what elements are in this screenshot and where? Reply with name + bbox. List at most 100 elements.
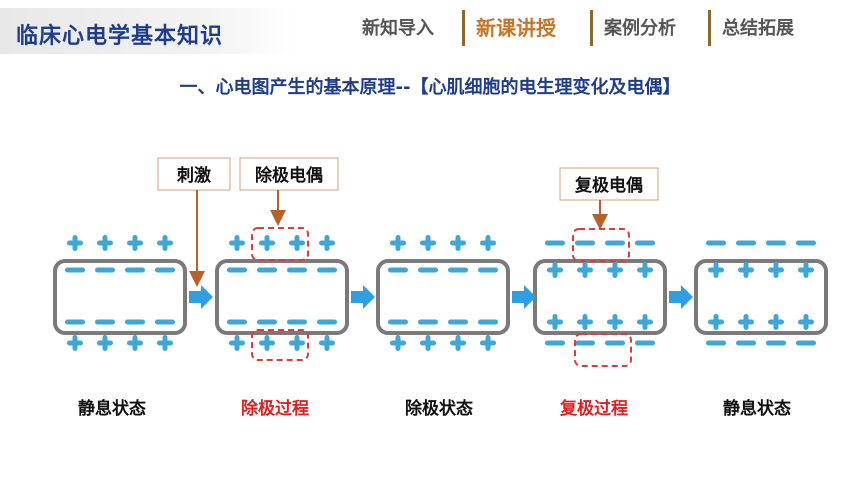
- positive-charge-icon: [127, 335, 143, 351]
- nav-divider: [708, 10, 711, 46]
- negative-charge-icon: [317, 267, 337, 273]
- flow-arrow-icon: [189, 285, 213, 309]
- cell-5: [694, 240, 828, 346]
- negative-charge-icon: [65, 267, 85, 273]
- positive-charge-icon: [577, 262, 593, 278]
- positive-charge-icon: [607, 262, 623, 278]
- positive-charge-icon: [97, 235, 113, 251]
- positive-charge-icon: [229, 235, 245, 251]
- positive-charge-icon: [637, 262, 653, 278]
- depolarization-dashed-box-top: [251, 227, 309, 261]
- negative-charge-icon: [257, 267, 277, 273]
- negative-charge-icon: [796, 340, 816, 346]
- negative-charge-icon: [736, 340, 756, 346]
- positive-charge-icon: [420, 235, 436, 251]
- repolarization-dipole-label: 复极电偶: [574, 175, 643, 196]
- positive-charge-icon: [67, 235, 83, 251]
- cell-membrane: [376, 259, 510, 335]
- state-label-repolarizing: 复极过程: [560, 399, 628, 419]
- positive-charge-icon: [547, 262, 563, 278]
- positive-charge-icon: [289, 335, 305, 351]
- negative-charge-icon: [125, 267, 145, 273]
- negative-charge-icon: [388, 267, 408, 273]
- positive-charge-icon: [127, 235, 143, 251]
- cell-1: [53, 235, 187, 351]
- negative-charge-icon: [635, 240, 655, 246]
- stimulus-label: 刺激: [177, 165, 211, 186]
- negative-charge-icon: [635, 340, 655, 346]
- cell-4: [533, 240, 667, 346]
- tab-intro[interactable]: 新知导入: [362, 18, 434, 39]
- negative-charge-icon: [287, 319, 307, 325]
- positive-charge-icon: [450, 335, 466, 351]
- negative-charge-icon: [317, 319, 337, 325]
- state-label-resting: 静息状态: [78, 399, 146, 419]
- depolarization-dipole-label: 除极电偶: [255, 165, 323, 186]
- positive-charge-icon: [157, 335, 173, 351]
- positive-charge-icon: [480, 235, 496, 251]
- negative-charge-icon: [227, 267, 247, 273]
- cell-3: [376, 235, 510, 351]
- depolarization-dashed-box-bottom: [251, 329, 309, 361]
- negative-charge-icon: [706, 240, 726, 246]
- negative-charge-icon: [155, 267, 175, 273]
- positive-charge-icon: [97, 335, 113, 351]
- positive-charge-icon: [708, 262, 724, 278]
- tab-summary[interactable]: 总结拓展: [722, 18, 794, 39]
- positive-charge-icon: [157, 235, 173, 251]
- positive-charge-icon: [420, 335, 436, 351]
- negative-charge-icon: [418, 319, 438, 325]
- positive-charge-icon: [259, 235, 275, 251]
- flow-arrow-icon: [351, 285, 375, 309]
- positive-charge-icon: [738, 262, 754, 278]
- negative-charge-icon: [448, 319, 468, 325]
- negative-charge-icon: [478, 267, 498, 273]
- positive-charge-icon: [67, 335, 83, 351]
- positive-charge-icon: [289, 235, 305, 251]
- negative-charge-icon: [287, 267, 307, 273]
- negative-charge-icon: [575, 240, 595, 246]
- positive-charge-icon: [577, 314, 593, 330]
- positive-charge-icon: [390, 235, 406, 251]
- positive-charge-icon: [450, 235, 466, 251]
- depolarization-callout-box: [239, 157, 339, 191]
- tab-new-lesson[interactable]: 新课讲授: [476, 16, 556, 40]
- negative-charge-icon: [125, 319, 145, 325]
- negative-charge-icon: [736, 240, 756, 246]
- app-title: 临床心电学基本知识: [16, 24, 224, 49]
- repolarization-callout-box: [559, 167, 659, 201]
- positive-charge-icon: [768, 314, 784, 330]
- positive-charge-icon: [390, 335, 406, 351]
- flow-arrow-icon: [669, 285, 693, 309]
- section-heading: 一、心电图产生的基本原理--【心肌细胞的电生理变化及电偶】: [179, 77, 681, 98]
- positive-charge-icon: [229, 335, 245, 351]
- negative-charge-icon: [95, 267, 115, 273]
- positive-charge-icon: [480, 335, 496, 351]
- repolarization-dashed-box-bottom: [574, 333, 632, 367]
- positive-charge-icon: [319, 235, 335, 251]
- negative-charge-icon: [545, 240, 565, 246]
- cell-2: [215, 235, 349, 351]
- positive-charge-icon: [768, 262, 784, 278]
- nav-divider: [590, 10, 593, 46]
- negative-charge-icon: [575, 340, 595, 346]
- negative-charge-icon: [605, 240, 625, 246]
- negative-charge-icon: [95, 319, 115, 325]
- negative-charge-icon: [545, 340, 565, 346]
- negative-charge-icon: [478, 319, 498, 325]
- positive-charge-icon: [798, 262, 814, 278]
- negative-charge-icon: [796, 240, 816, 246]
- title-block: 临床心电学基本知识: [0, 8, 295, 54]
- negative-charge-icon: [418, 267, 438, 273]
- positive-charge-icon: [738, 314, 754, 330]
- negative-charge-icon: [227, 319, 247, 325]
- tab-case-analysis[interactable]: 案例分析: [604, 18, 676, 39]
- stimulus-callout-box: [157, 157, 231, 191]
- positive-charge-icon: [547, 314, 563, 330]
- positive-charge-icon: [319, 335, 335, 351]
- positive-charge-icon: [259, 335, 275, 351]
- negative-charge-icon: [605, 340, 625, 346]
- negative-charge-icon: [766, 340, 786, 346]
- positive-charge-icon: [607, 314, 623, 330]
